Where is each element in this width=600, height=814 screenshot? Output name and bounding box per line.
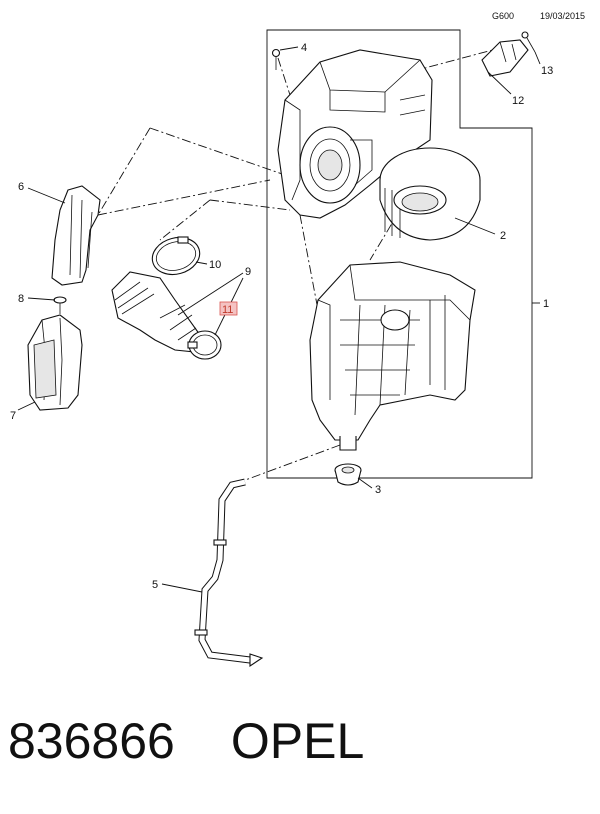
diagram-code: G600 xyxy=(492,11,514,21)
part-caption: 836866 OPEL xyxy=(8,712,598,782)
hose-clamp-11 xyxy=(187,330,222,360)
callout-1: 1 xyxy=(543,298,549,310)
drain-grommet xyxy=(334,463,362,486)
callout-6: 6 xyxy=(18,181,24,193)
air-intake-duct xyxy=(51,185,101,286)
air-cleaner-lower-housing xyxy=(309,261,476,451)
air-filter-element xyxy=(379,147,481,241)
air-flow-sensor xyxy=(481,39,529,77)
callout-5: 5 xyxy=(152,579,158,591)
callout-labels: 1 2 3 4 5 6 7 8 9 10 11 12 13 xyxy=(10,42,553,591)
callout-10: 10 xyxy=(209,259,221,271)
brand-name: OPEL xyxy=(230,713,365,769)
callout-8: 8 xyxy=(18,293,24,305)
exploded-parts-diagram: G600 19/03/2015 xyxy=(10,11,585,668)
callout-3: 3 xyxy=(375,484,381,496)
callout-9: 9 xyxy=(245,266,251,278)
callout-12: 12 xyxy=(512,95,524,107)
callout-11: 11 xyxy=(222,304,233,316)
intake-hose xyxy=(111,271,201,353)
callout-4: 4 xyxy=(301,42,307,54)
callout-2: 2 xyxy=(500,230,506,242)
assembly-outline xyxy=(266,29,533,479)
diagram-date: 19/03/2015 xyxy=(540,11,585,21)
drain-hose xyxy=(194,478,264,668)
clip xyxy=(53,296,67,314)
screw xyxy=(271,48,281,70)
callout-11-highlight xyxy=(219,301,238,316)
resonator xyxy=(27,314,83,411)
sensor-screw xyxy=(521,31,536,53)
callout-13: 13 xyxy=(541,65,553,77)
air-cleaner-cover xyxy=(277,49,433,219)
part-number: 836866 xyxy=(8,713,175,769)
hose-clamp-10 xyxy=(151,236,201,276)
callout-7: 7 xyxy=(10,410,16,422)
